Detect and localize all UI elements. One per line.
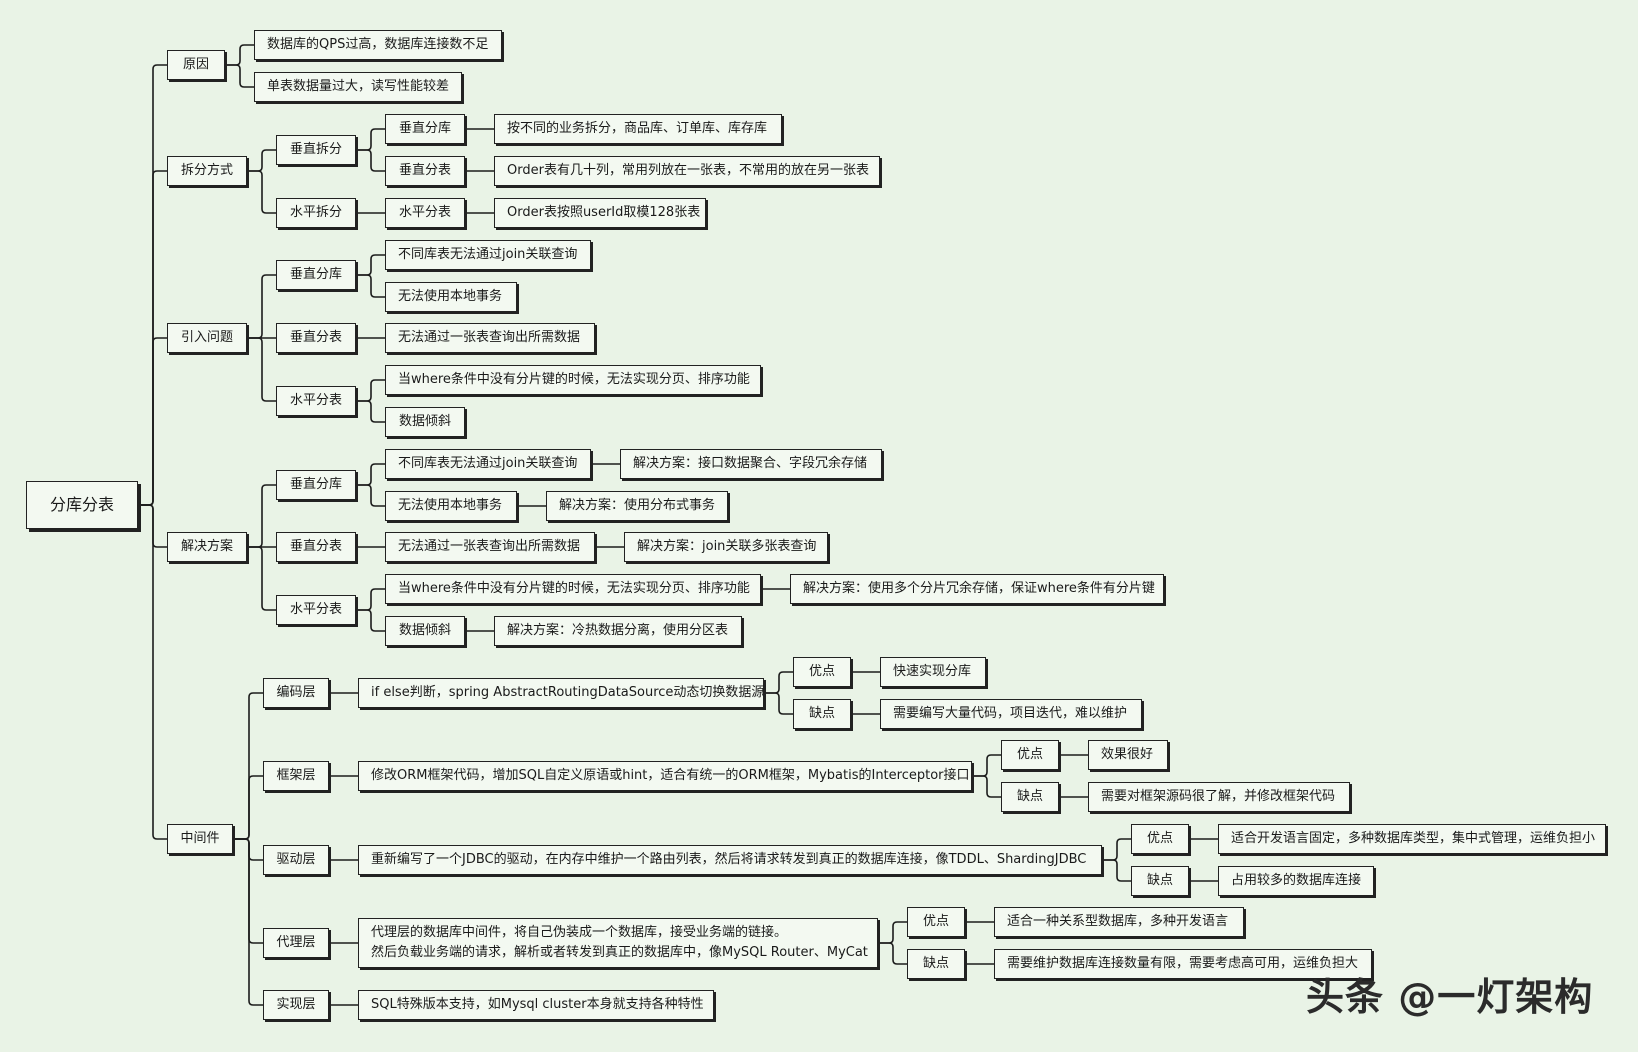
- layer-framework[interactable]: 框架层: [263, 761, 329, 791]
- solution-vertical-db-join-fix[interactable]: 解决方案：接口数据聚合、字段冗余存储: [620, 449, 882, 479]
- layer-proxy-pros[interactable]: 优点: [907, 907, 965, 937]
- connector-jiejue-jj_sp: [247, 546, 276, 611]
- layer-proxy-pros-desc[interactable]: 适合一种关系型数据库，多种开发语言: [994, 907, 1244, 937]
- solution-vertical-table-fix[interactable]: 解决方案：join关联多张表查询: [624, 532, 828, 562]
- problem-horizontal-table[interactable]: 水平分表: [276, 386, 356, 416]
- solution-vertical-db-transaction-problem[interactable]: 无法使用本地事务: [385, 491, 517, 521]
- layer-driver-pros-desc[interactable]: 适合开发语言固定，多种数据库类型，集中式管理，运维负担小: [1218, 824, 1606, 854]
- solution-data-skew-problem[interactable]: 数据倾斜: [385, 616, 465, 646]
- layer-framework-desc[interactable]: 修改ORM框架代码，增加SQL自定义原语或hint，适合有统一的ORM框架，My…: [358, 761, 972, 791]
- layer-proxy-cons[interactable]: 缺点: [907, 949, 965, 979]
- connector-bm_d-bm_y: [764, 671, 793, 694]
- split-vertical-table[interactable]: 垂直分表: [385, 156, 465, 186]
- connector-yr_fk-yr_fk2: [356, 274, 385, 298]
- connector-bm_d-bm_q: [764, 692, 793, 715]
- solution-vertical-db-join-problem[interactable]: 不同库表无法通过join关联查询: [385, 449, 591, 479]
- solution-data-skew-fix[interactable]: 解决方案：冷热数据分离，使用分区表: [494, 616, 742, 646]
- connector-zhongjian-qd: [233, 838, 263, 861]
- connector-yuanyin-yy1: [225, 44, 254, 66]
- problem-vertical-table[interactable]: 垂直分表: [276, 323, 356, 353]
- layer-framework-pros-desc[interactable]: 效果很好: [1088, 740, 1168, 770]
- layer-driver-pros[interactable]: 优点: [1131, 824, 1189, 854]
- topic-introduced-problems[interactable]: 引入问题: [167, 323, 247, 353]
- connector-zhongjian-bm: [233, 692, 263, 840]
- split-vertical-db-desc[interactable]: 按不同的业务拆分，商品库、订单库、库存库: [494, 114, 782, 144]
- layer-driver-cons[interactable]: 缺点: [1131, 866, 1189, 896]
- split-vertical[interactable]: 垂直拆分: [276, 135, 356, 165]
- connector-root-yinru: [138, 337, 167, 506]
- solution-vertical-table-problem[interactable]: 无法通过一张表查询出所需数据: [385, 532, 595, 562]
- solution-horizontal-shard-key-problem[interactable]: 当where条件中没有分片键的时候，无法实现分页、排序功能: [385, 574, 761, 604]
- split-vertical-db[interactable]: 垂直分库: [385, 114, 465, 144]
- connector-cf_cz-cf_czfb: [356, 149, 385, 172]
- connector-dl_d-dl_y: [878, 921, 907, 944]
- layer-framework-cons-desc[interactable]: 需要对框架源码很了解，并修改框架代码: [1088, 782, 1350, 812]
- layer-proxy-desc[interactable]: 代理层的数据库中间件，将自己伪装成一个数据库，接受业务端的链接。 然后负载业务端…: [358, 918, 878, 968]
- reason-data-volume[interactable]: 单表数据量过大，读写性能较差: [254, 72, 462, 102]
- layer-coding-cons-desc[interactable]: 需要编写大量代码，项目迭代，难以维护: [880, 699, 1142, 729]
- layer-coding-pros[interactable]: 优点: [793, 657, 851, 687]
- layer-driver-cons-desc[interactable]: 占用较多的数据库连接: [1218, 866, 1374, 896]
- connector-root-zhongjian: [138, 504, 167, 840]
- connector-yinru-yr_fk: [247, 274, 276, 339]
- problem-vertical-db-join[interactable]: 不同库表无法通过join关联查询: [385, 240, 591, 270]
- connector-yr_sp-yr_sp1: [356, 379, 385, 402]
- connector-qd_d-qd_y: [1102, 838, 1131, 861]
- problem-vertical-db-transaction[interactable]: 无法使用本地事务: [385, 282, 517, 312]
- layer-framework-pros[interactable]: 优点: [1001, 740, 1059, 770]
- topic-solutions[interactable]: 解决方案: [167, 532, 247, 562]
- connector-qd_d-qd_q: [1102, 859, 1131, 882]
- connector-cf_cz-cf_czfk: [356, 128, 385, 151]
- problem-data-skew[interactable]: 数据倾斜: [385, 407, 465, 437]
- connector-yinru-yr_sp: [247, 337, 276, 402]
- connector-jj_fk-jj_fk2: [356, 484, 385, 507]
- connector-chaifen-cf_sp: [247, 170, 276, 214]
- connector-yuanyin-yy2: [225, 64, 254, 88]
- split-vertical-table-desc[interactable]: Order表有几十列，常用列放在一张表，不常用的放在另一张表: [494, 156, 880, 186]
- layer-coding-cons[interactable]: 缺点: [793, 699, 851, 729]
- connector-yr_sp-yr_sp2: [356, 400, 385, 423]
- connector-jj_sp-jj_sp2: [356, 609, 385, 632]
- topic-reason[interactable]: 原因: [167, 50, 225, 80]
- problem-vertical-table-query[interactable]: 无法通过一张表查询出所需数据: [385, 323, 595, 353]
- connector-dl_d-dl_q: [878, 942, 907, 965]
- split-horizontal-table[interactable]: 水平分表: [385, 198, 465, 228]
- solution-horizontal-shard-key-fix[interactable]: 解决方案：使用多个分片冗余存储，保证where条件有分片键: [790, 574, 1164, 604]
- connector-jj_fk-jj_fk1: [356, 463, 385, 486]
- layer-proxy[interactable]: 代理层: [263, 928, 329, 958]
- solution-vertical-db[interactable]: 垂直分库: [276, 470, 356, 500]
- topic-middleware[interactable]: 中间件: [167, 824, 233, 854]
- connector-chaifen-cf_cz: [247, 149, 276, 172]
- layer-driver-desc[interactable]: 重新编写了一个JDBC的驱动，在内存中维护一个路由列表，然后将请求转发到真正的数…: [358, 845, 1102, 875]
- split-horizontal[interactable]: 水平拆分: [276, 198, 356, 228]
- connector-jj_sp-jj_sp1: [356, 588, 385, 611]
- reason-qps[interactable]: 数据库的QPS过高，数据库连接数不足: [254, 30, 502, 60]
- layer-implementation-desc[interactable]: SQL特殊版本支持，如Mysql cluster本身就支持各种特性: [358, 990, 714, 1020]
- layer-coding-desc[interactable]: if else判断，spring AbstractRoutingDataSour…: [358, 678, 764, 708]
- layer-proxy-cons-desc[interactable]: 需要维护数据库连接数量有限，需要考虑高可用，运维负担大: [994, 949, 1372, 979]
- watermark-text: 头条 @一灯架构: [1306, 975, 1594, 1019]
- layer-driver[interactable]: 驱动层: [263, 845, 329, 875]
- connector-kj_d-kj_y: [972, 754, 1001, 777]
- solution-vertical-table[interactable]: 垂直分表: [276, 532, 356, 562]
- root-topic[interactable]: 分库分表: [26, 481, 138, 529]
- connector-kj_d-kj_q: [972, 775, 1001, 798]
- connector-zhongjian-sx: [233, 838, 263, 1006]
- split-horizontal-table-desc[interactable]: Order表按照userId取模128张表: [494, 198, 706, 228]
- solution-vertical-db-transaction-fix[interactable]: 解决方案：使用分布式事务: [546, 491, 728, 521]
- connector-zhongjian-dl: [233, 838, 263, 944]
- layer-coding-pros-desc[interactable]: 快速实现分库: [880, 657, 986, 687]
- connector-yr_fk-yr_fk1: [356, 254, 385, 276]
- layer-coding[interactable]: 编码层: [263, 678, 329, 708]
- layer-implementation[interactable]: 实现层: [263, 990, 329, 1020]
- problem-horizontal-no-shard-key[interactable]: 当where条件中没有分片键的时候，无法实现分页、排序功能: [385, 365, 761, 395]
- problem-vertical-db[interactable]: 垂直分库: [276, 260, 356, 290]
- solution-horizontal-table[interactable]: 水平分表: [276, 595, 356, 625]
- topic-split-method[interactable]: 拆分方式: [167, 156, 247, 186]
- connector-zhongjian-kj: [233, 775, 263, 840]
- layer-framework-cons[interactable]: 缺点: [1001, 782, 1059, 812]
- connector-jiejue-jj_fk: [247, 484, 276, 548]
